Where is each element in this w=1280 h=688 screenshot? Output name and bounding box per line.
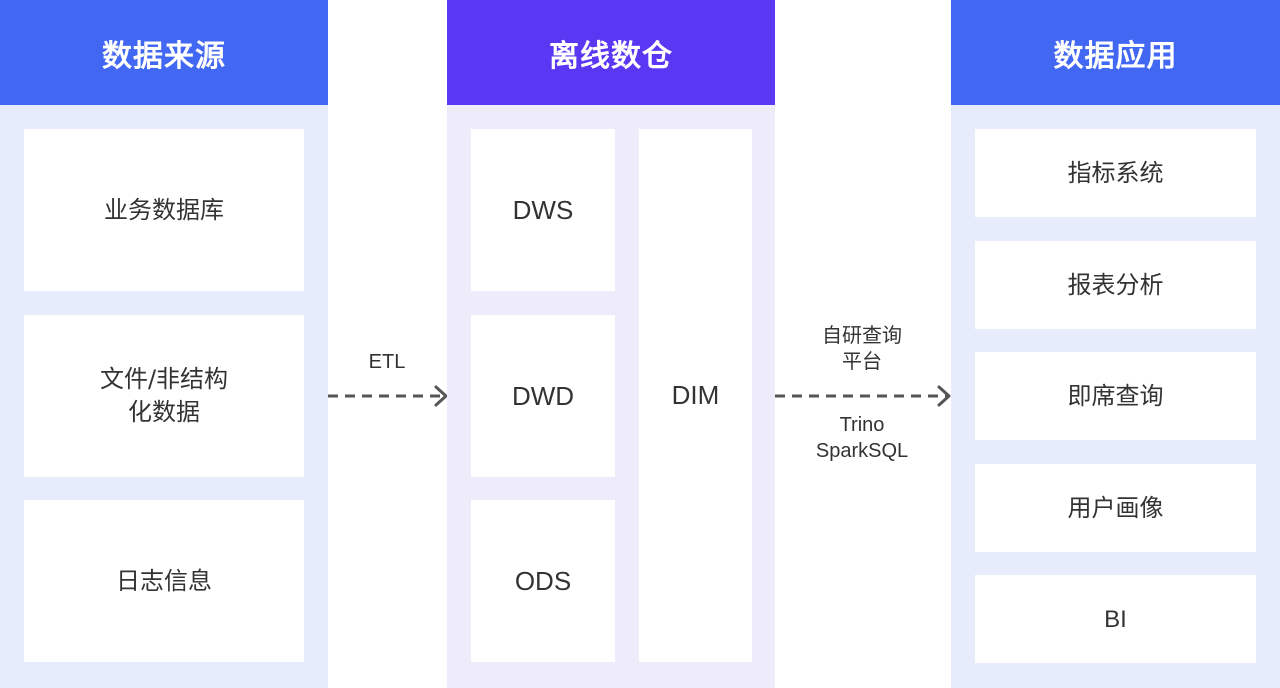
app-adhoc-query-label: 即席查询 [1067,381,1164,410]
offline-warehouse-column: 离线数仓 DWS DWD ODS DIM [447,0,775,688]
query-arrow-icon [775,385,951,407]
app-user-profile: 用户画像 [975,464,1256,552]
query-engines-label: Trino SparkSQL [792,412,932,464]
source-business-db-label: 业务数据库 [104,195,224,224]
query-platform-line1: 自研查询 [822,323,902,347]
layer-dws-label: DWS [512,194,574,225]
source-files-label-line1: 文件/非结构 [99,365,229,393]
source-logs-label: 日志信息 [116,566,212,595]
source-files-label-line2: 化数据 [128,398,200,426]
query-engine-sparksql: SparkSQL [815,440,909,462]
layer-ods-label: ODS [514,565,572,596]
data-applications-column: 数据应用 指标系统 报表分析 即席查询 用户画像 BI [951,0,1280,688]
data-sources-panel: 业务数据库 文件/非结构 化数据 日志信息 [0,105,328,688]
etl-arrow-icon [328,385,448,407]
offline-warehouse-panel: DWS DWD ODS DIM [447,105,775,688]
app-user-profile-label: 用户画像 [1067,493,1164,522]
layer-ods: ODS [471,500,615,662]
app-report-analysis-label: 报表分析 [1067,270,1164,299]
query-engine-trino: Trino [839,414,885,436]
layer-dws: DWS [471,129,615,291]
offline-warehouse-header: 离线数仓 [447,0,775,105]
query-platform-label: 自研查询 平台 [792,322,932,374]
app-bi-label: BI [1104,605,1127,633]
app-adhoc-query: 即席查询 [975,352,1256,440]
app-metrics-system: 指标系统 [975,129,1256,217]
data-applications-panel: 指标系统 报表分析 即席查询 用户画像 BI [951,105,1280,688]
etl-label: ETL [368,351,406,373]
data-sources-column: 数据来源 业务数据库 文件/非结构 化数据 日志信息 [0,0,328,688]
source-logs: 日志信息 [24,500,304,662]
query-platform-line2: 平台 [842,349,882,373]
source-business-db: 业务数据库 [24,129,304,291]
app-bi: BI [975,575,1256,663]
app-metrics-system-label: 指标系统 [1067,158,1164,187]
layer-dwd: DWD [471,315,615,477]
layer-dim-label: DIM [671,380,720,410]
data-sources-header: 数据来源 [0,0,328,105]
layer-dim: DIM [639,129,752,662]
app-report-analysis: 报表分析 [975,241,1256,329]
source-files-unstructured: 文件/非结构 化数据 [24,315,304,477]
data-applications-header: 数据应用 [951,0,1280,105]
layer-dwd-label: DWD [511,380,575,411]
